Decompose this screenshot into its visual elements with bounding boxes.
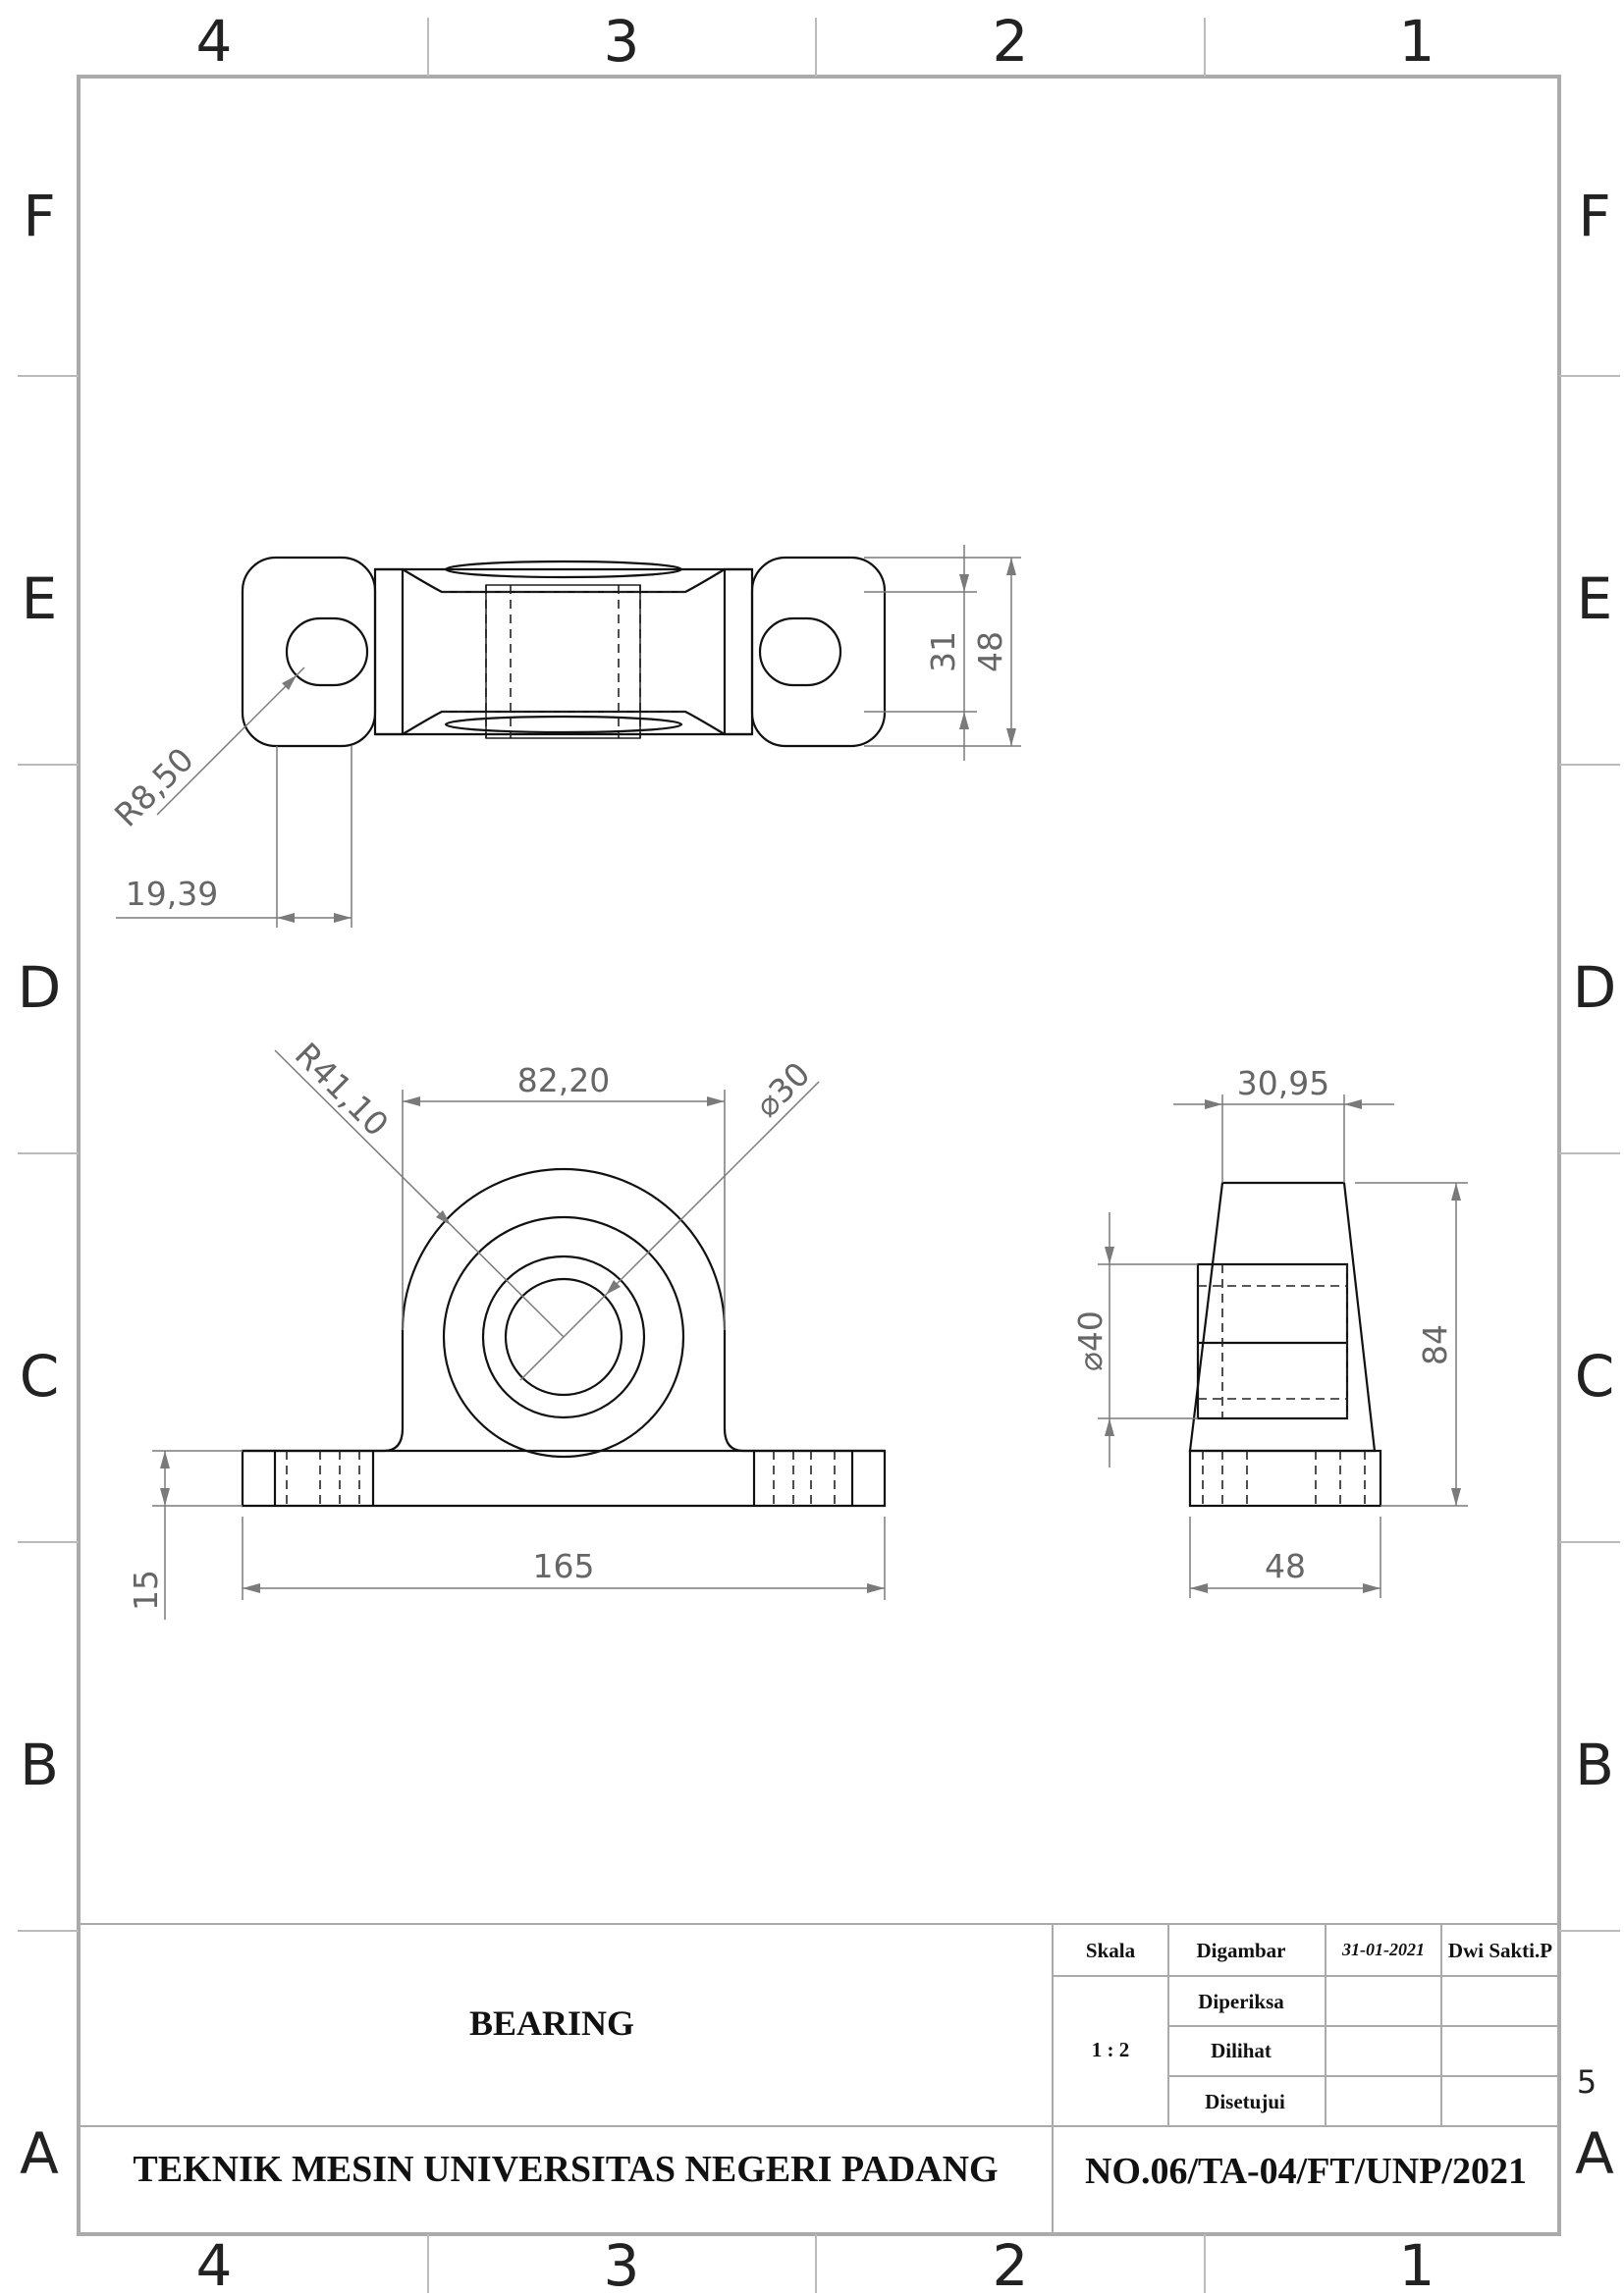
zone-col-bottom-2: 2 <box>993 2232 1029 2296</box>
title-block: BEARING Skala 1 : 2 Digambar 31-01-2021 … <box>79 1923 1597 2234</box>
zone-row-left-e: E <box>22 565 58 632</box>
side-view <box>1188 1181 1382 1508</box>
drawing-border <box>77 75 1561 2236</box>
top-view-right-shoulder <box>723 567 754 736</box>
dim-base-height: 15 <box>127 1570 165 1611</box>
scale-label: Skala <box>1086 1939 1136 1962</box>
front-view <box>241 1167 887 1508</box>
zone-row-left-a: A <box>20 2120 59 2187</box>
zone-col-top-3: 3 <box>604 8 640 75</box>
dim-bushing-diameter: ⌀40 <box>1071 1310 1110 1371</box>
sheet-number: 5 <box>1577 2063 1597 2101</box>
part-name: BEARING <box>469 2003 634 2043</box>
zone-row-right-e: E <box>1577 565 1613 632</box>
zone-row-right-a: A <box>1575 2120 1614 2187</box>
zone-row-left-f: F <box>23 183 55 249</box>
zone-col-bottom-3: 3 <box>604 2232 640 2296</box>
drawn-by: Dwi Sakti.P <box>1448 1939 1552 1962</box>
front-view-bushing-circle <box>481 1255 646 1419</box>
side-view-base <box>1188 1449 1382 1508</box>
dim-overall-length: 165 <box>533 1547 595 1585</box>
zone-row-left-b: B <box>20 1732 59 1798</box>
scale-value: 1 : 2 <box>1092 2038 1130 2061</box>
front-view-bore-circle <box>504 1277 623 1397</box>
zone-col-top-1: 1 <box>1399 8 1435 75</box>
dim-outer-width: 48 <box>971 631 1009 672</box>
side-view-dimensions: 30,95 ⌀40 84 48 <box>1071 1064 1468 1598</box>
zone-row-right-c: C <box>1575 1343 1615 1410</box>
top-view <box>241 556 887 748</box>
dim-height: 84 <box>1416 1324 1454 1365</box>
top-view-left-slot <box>285 616 369 687</box>
zone-row-right-d: D <box>1573 954 1617 1021</box>
drawn-date: 31-01-2021 <box>1341 1940 1425 1959</box>
top-view-left-shoulder <box>373 567 405 736</box>
institution-name: TEKNIK MESIN UNIVERSITAS NEGERI PADANG <box>133 2149 998 2190</box>
zone-col-top-2: 2 <box>993 8 1029 75</box>
zone-row-right-f: F <box>1578 183 1610 249</box>
zone-row-right-b: B <box>1575 1732 1614 1798</box>
approved-label: Disetujui <box>1205 2090 1285 2113</box>
top-view-right-slot <box>758 616 842 687</box>
dim-slot-radius: R8,50 <box>107 740 201 834</box>
top-view-left-flange <box>241 556 377 748</box>
zone-col-bottom-1: 1 <box>1399 2232 1435 2296</box>
zone-labels: 4 3 2 1 4 3 2 1 F E D C B A F E D C B A <box>18 8 1617 2296</box>
dim-inner-width: 31 <box>924 631 962 672</box>
zone-ticks <box>18 18 1620 2293</box>
dim-bore-diameter: ⌀30 <box>747 1054 817 1124</box>
zone-col-top-4: 4 <box>196 8 233 75</box>
drawing-number: NO.06/TA-04/FT/UNP/2021 <box>1085 2151 1527 2192</box>
dim-arc-radius: R41,10 <box>288 1036 397 1145</box>
side-view-bushing <box>1196 1262 1349 1420</box>
top-view-right-flange <box>750 556 887 748</box>
checked-label: Diperiksa <box>1198 1990 1284 2013</box>
dim-top-width: 30,95 <box>1237 1064 1329 1102</box>
dim-base-width: 48 <box>1265 1547 1306 1585</box>
drawn-label: Digambar <box>1197 1939 1286 1962</box>
top-view-bottom-ellipse <box>444 715 683 734</box>
seen-label: Dilihat <box>1211 2039 1272 2062</box>
zone-row-left-d: D <box>18 954 62 1021</box>
top-view-top-ellipse <box>444 560 683 579</box>
dim-hub-width: 82,20 <box>517 1061 610 1099</box>
top-view-bushing <box>485 584 641 739</box>
front-view-hub-circle <box>442 1215 685 1459</box>
zone-row-left-c: C <box>20 1343 60 1410</box>
zone-col-bottom-4: 4 <box>196 2232 233 2296</box>
dim-offset: 19,39 <box>126 875 218 913</box>
